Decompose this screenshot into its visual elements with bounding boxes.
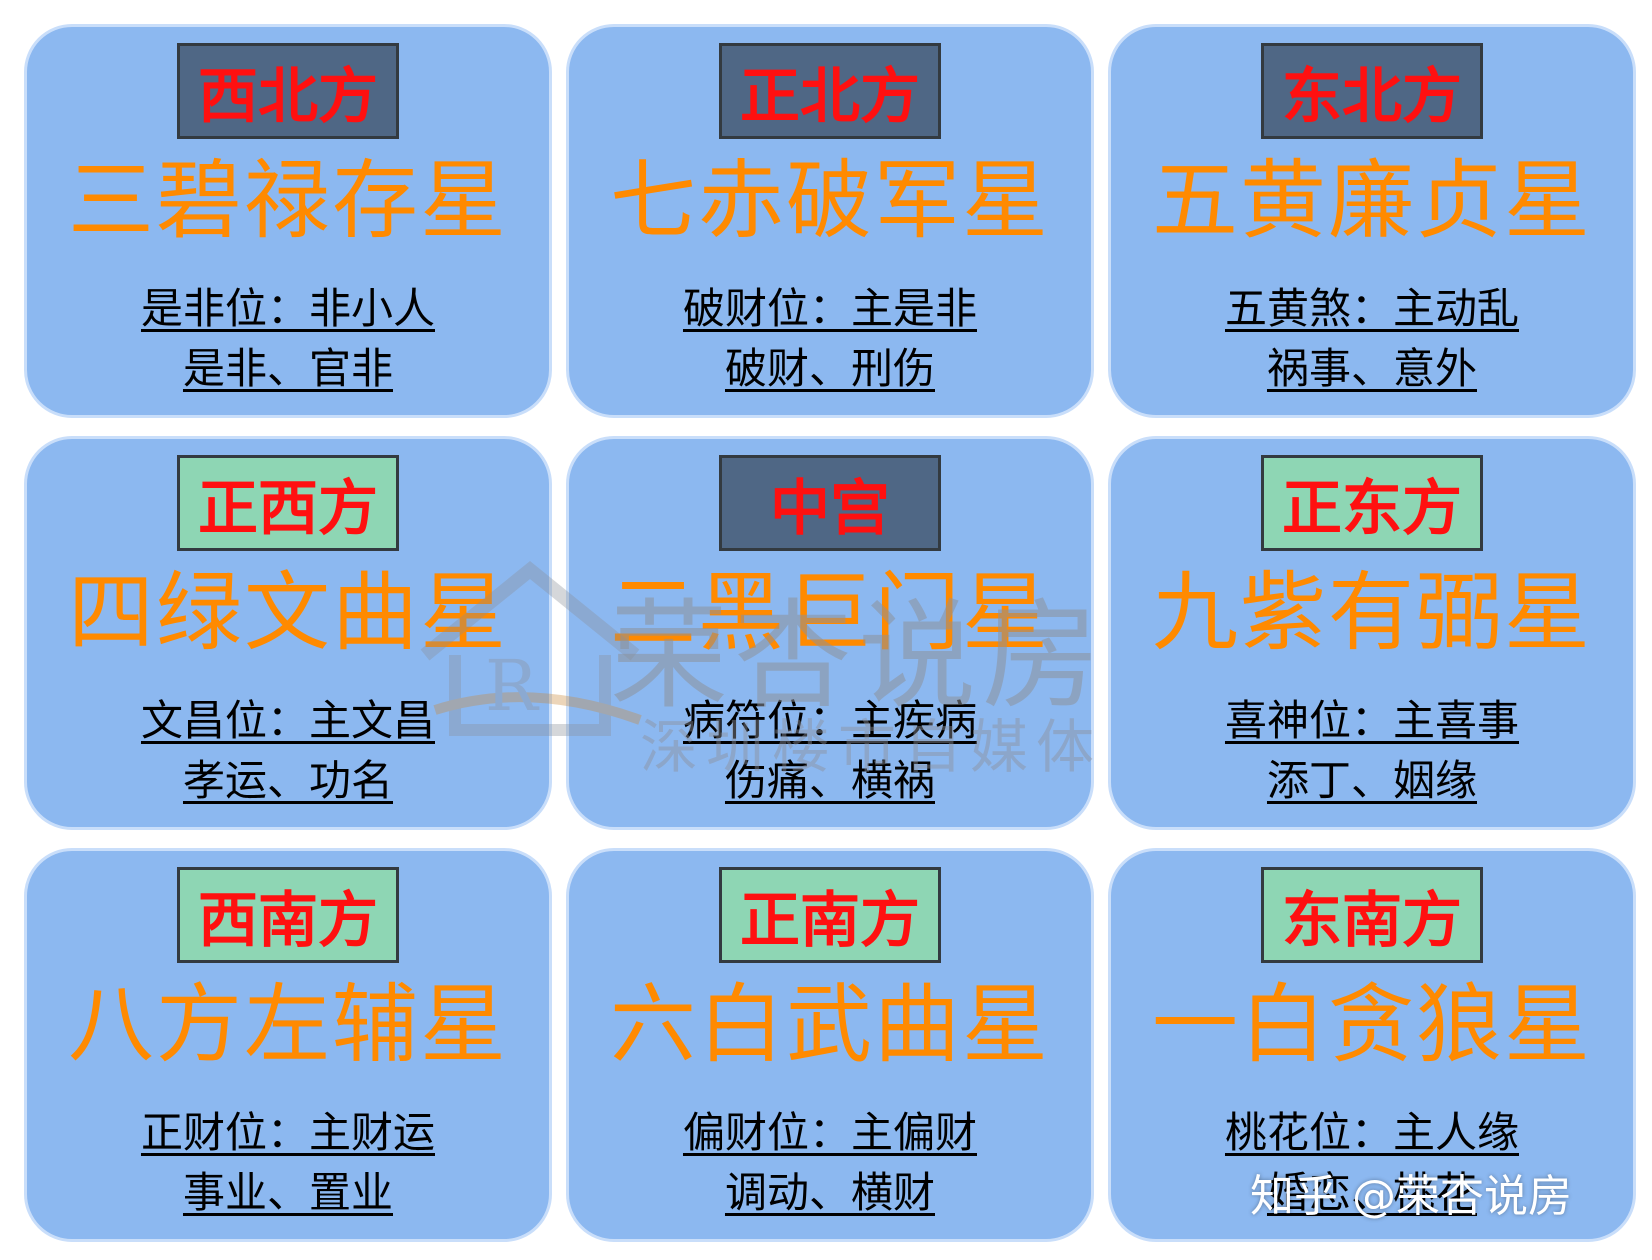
position-line: 偏财位：主偏财 xyxy=(682,1108,977,1157)
effect-line: 添丁、姻缘 xyxy=(1266,756,1477,805)
star-name: 九紫有弼星 xyxy=(1152,563,1592,663)
position-line: 是非位：非小人 xyxy=(140,284,435,333)
effect-line: 婚恋、桃花 xyxy=(1266,1168,1477,1217)
star-name: 八方左辅星 xyxy=(68,975,508,1075)
watermark-logo-icon: R xyxy=(420,560,642,736)
effect-line: 伤痛、横祸 xyxy=(724,756,935,805)
direction-badge: 东南方 xyxy=(1261,867,1483,963)
cell-center: 中宫 二黑巨门星 病符位：主疾病 伤痛、横祸 xyxy=(566,436,1094,830)
effect-line: 是非、官非 xyxy=(182,344,393,393)
watermark-name: 荣杏说房 xyxy=(610,587,1107,725)
star-name: 七赤破军星 xyxy=(610,151,1050,251)
cell-south: 正南方 六白武曲星 偏财位：主偏财 调动、横财 xyxy=(566,848,1094,1242)
position-line: 五黄煞：主动乱 xyxy=(1224,284,1519,333)
effect-line: 调动、横财 xyxy=(724,1168,935,1217)
direction-badge: 西北方 xyxy=(177,43,399,139)
cell-southeast: 东南方 一白贪狼星 桃花位：主人缘 婚恋、桃花 xyxy=(1108,848,1636,1242)
position-line: 正财位：主财运 xyxy=(140,1108,435,1157)
position-line: 喜神位：主喜事 xyxy=(1224,696,1519,745)
cell-southwest: 西南方 八方左辅星 正财位：主财运 事业、置业 xyxy=(24,848,552,1242)
cell-west: 正西方 四绿文曲星 文昌位：主文昌 孝运、功名 xyxy=(24,436,552,830)
watermark-subtitle: 深圳楼市自媒体 xyxy=(640,713,1103,781)
direction-badge: 中宫 xyxy=(719,455,941,551)
direction-badge: 正西方 xyxy=(177,455,399,551)
cell-northwest: 西北方 三碧禄存星 是非位：非小人 是非、官非 xyxy=(24,24,552,418)
effect-line: 事业、置业 xyxy=(182,1168,393,1217)
star-name: 五黄廉贞星 xyxy=(1152,151,1592,251)
position-line: 病符位：主疾病 xyxy=(682,696,977,745)
star-name: 四绿文曲星 xyxy=(68,563,508,663)
effect-line: 祸事、意外 xyxy=(1266,344,1477,393)
effect-line: 孝运、功名 xyxy=(182,756,393,805)
star-name: 三碧禄存星 xyxy=(68,151,508,251)
direction-badge: 正南方 xyxy=(719,867,941,963)
cell-north: 正北方 七赤破军星 破财位：主是非 破财、刑伤 xyxy=(566,24,1094,418)
position-line: 破财位：主是非 xyxy=(682,284,977,333)
star-name: 六白武曲星 xyxy=(610,975,1050,1075)
effect-line: 破财、刑伤 xyxy=(724,344,935,393)
direction-badge: 正东方 xyxy=(1261,455,1483,551)
direction-badge: 西南方 xyxy=(177,867,399,963)
svg-text:R: R xyxy=(485,645,540,727)
position-line: 桃花位：主人缘 xyxy=(1224,1108,1519,1157)
direction-badge: 正北方 xyxy=(719,43,941,139)
cell-east: 正东方 九紫有弼星 喜神位：主喜事 添丁、姻缘 xyxy=(1108,436,1636,830)
star-name: 一白贪狼星 xyxy=(1152,975,1592,1075)
star-name: 二黑巨门星 xyxy=(610,563,1050,663)
direction-badge: 东北方 xyxy=(1261,43,1483,139)
cell-northeast: 东北方 五黄廉贞星 五黄煞：主动乱 祸事、意外 xyxy=(1108,24,1636,418)
source-credit: 知乎 @荣杏说房 xyxy=(1250,1171,1572,1222)
position-line: 文昌位：主文昌 xyxy=(140,696,435,745)
